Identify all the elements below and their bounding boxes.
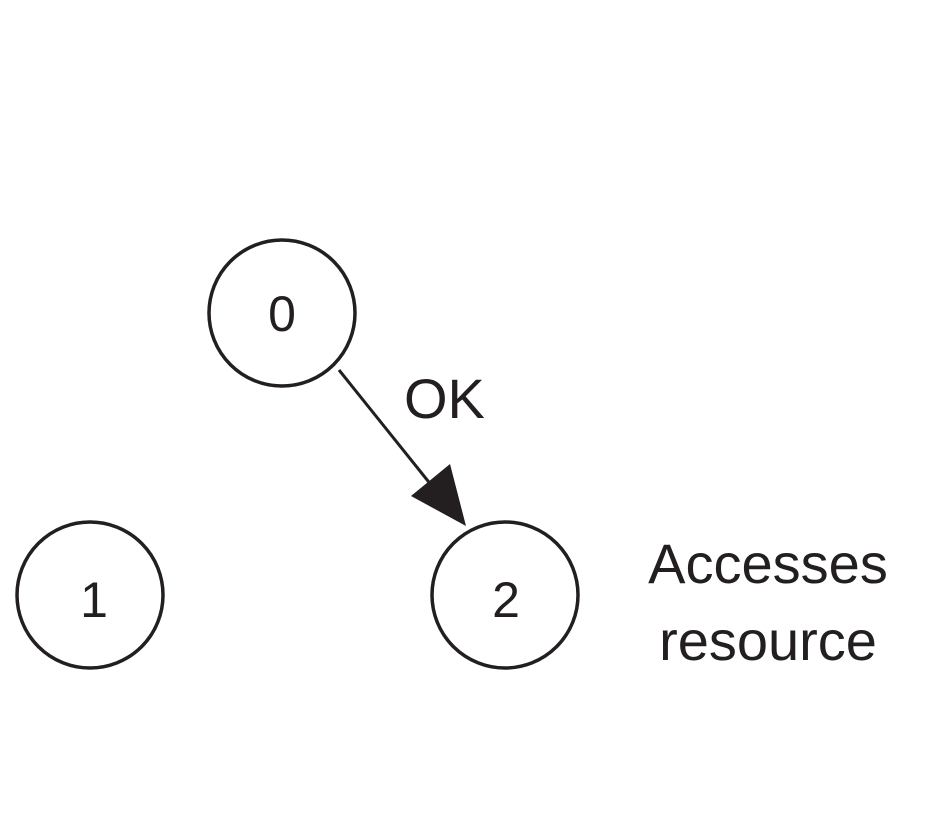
edge-0-to-2-label: OK	[404, 367, 485, 430]
node-2-label: 2	[492, 572, 520, 628]
annotation-line-2: resource	[659, 609, 877, 672]
arrowhead-icon	[411, 464, 466, 526]
node-1-circle	[15, 520, 165, 670]
annotation-line-1: Accesses	[648, 532, 888, 595]
node-0: 0	[207, 238, 357, 388]
node-2-annotation: Accesses resource	[648, 532, 888, 672]
node-1-label: 1	[80, 572, 108, 628]
edge-0-to-2: OK	[337, 367, 485, 526]
node-2: 2	[430, 520, 580, 670]
node-1: 1	[15, 520, 165, 670]
node-2-circle	[430, 520, 580, 670]
node-0-circle	[207, 238, 357, 388]
node-0-label: 0	[268, 286, 296, 342]
edge-0-to-2-line	[337, 369, 442, 497]
